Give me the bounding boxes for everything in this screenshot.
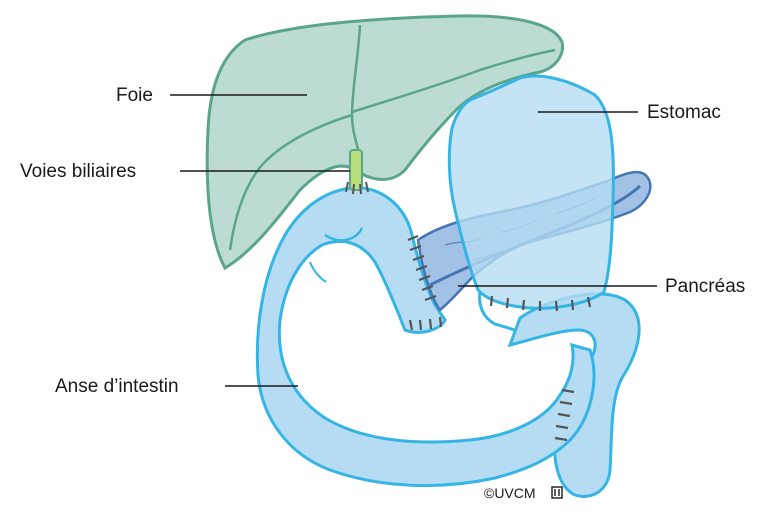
intestine-fold-line-2 bbox=[309, 261, 327, 283]
copyright-text: ©UVCM bbox=[484, 485, 536, 501]
liver-lobe-line-2 bbox=[228, 113, 353, 251]
label-estomac: Estomac bbox=[647, 102, 721, 123]
suture-entero bbox=[554, 388, 575, 442]
label-voies-biliaires: Voies biliaires bbox=[20, 161, 137, 182]
stomach-shape bbox=[447, 74, 615, 310]
sutures bbox=[407, 234, 592, 442]
suture-stomach bbox=[489, 295, 592, 312]
bile-duct-tube bbox=[349, 149, 363, 191]
suture-pancreas-intestine bbox=[407, 234, 437, 302]
uvcm-logo-icon bbox=[551, 486, 563, 499]
intestine-fold-line bbox=[324, 227, 364, 242]
label-foie: Foie bbox=[116, 85, 153, 106]
stomach bbox=[447, 74, 615, 332]
stomach-outlet bbox=[478, 291, 516, 332]
liver-lobe-line-3 bbox=[351, 48, 556, 114]
suture-intestine-end bbox=[408, 316, 443, 331]
liver bbox=[205, 14, 565, 271]
bile-duct bbox=[345, 149, 369, 195]
bile-duct-suture bbox=[345, 181, 369, 195]
liver-lobe-line-1 bbox=[350, 24, 362, 151]
label-pancreas: Pancréas bbox=[665, 276, 746, 297]
intestine-loop bbox=[255, 186, 641, 498]
label-anse-intestin: Anse d’intestin bbox=[55, 376, 179, 397]
liver-shape bbox=[205, 14, 565, 271]
intestine-main-loop bbox=[255, 186, 596, 488]
leader-lines bbox=[170, 94, 657, 387]
